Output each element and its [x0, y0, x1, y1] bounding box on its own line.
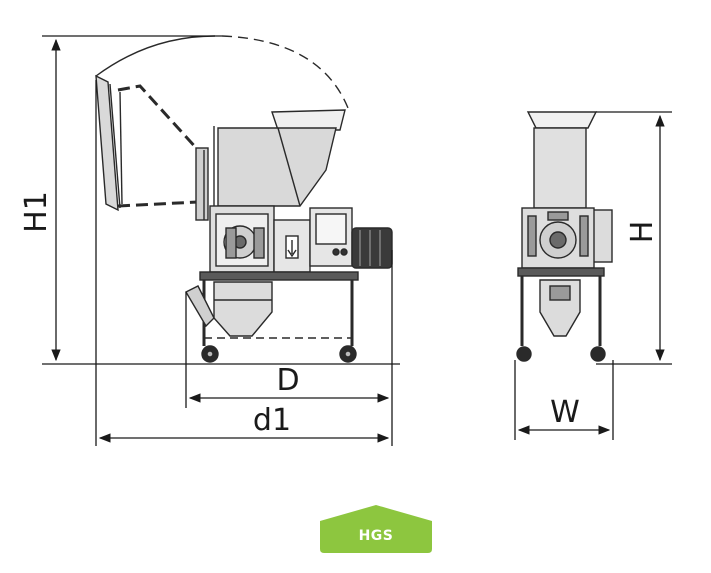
front-drive-box [591, 209, 613, 263]
front-hopper-column [533, 127, 587, 209]
front-hopper-top [526, 111, 598, 129]
casters [201, 345, 357, 363]
dimension-label-d: D [276, 363, 299, 398]
front-cutting-chamber [521, 207, 595, 269]
dimension-label-h: H [625, 221, 660, 244]
dimension-label-w: W [550, 395, 580, 430]
front-caster-right [590, 346, 606, 362]
feed-hopper [213, 109, 346, 210]
front-caster-left [516, 346, 532, 362]
front-base-frame [517, 267, 605, 277]
side-view-machine [95, 35, 393, 363]
hgs-badge-label: HGS [359, 528, 394, 544]
dimension-label-h1: H1 [19, 191, 54, 233]
collection-funnel [185, 281, 273, 337]
control-box [309, 207, 353, 267]
lid-swing-arc [95, 35, 216, 77]
hinge-panel [195, 147, 209, 221]
dimension-label-d1: d1 [253, 403, 291, 438]
front-view-dimensions [514, 111, 672, 440]
hgs-badge-shape [320, 505, 432, 553]
hgs-badge: HGS [320, 505, 432, 553]
front-view-machine [516, 111, 613, 362]
open-hopper-outline [95, 74, 200, 212]
drive-housing [273, 219, 311, 273]
side-view-dimensions [42, 35, 400, 446]
cutting-chamber [209, 205, 275, 273]
motor [351, 227, 393, 269]
lid-swing-arc-dashed [221, 35, 349, 109]
